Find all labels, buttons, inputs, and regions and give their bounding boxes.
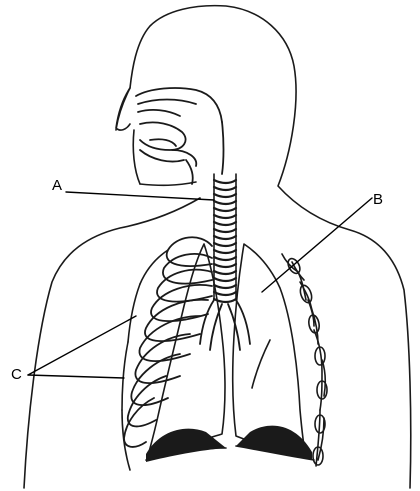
pointer-b bbox=[262, 198, 372, 292]
right-lung-fissure bbox=[252, 340, 270, 388]
pointer-c-lower bbox=[28, 375, 124, 378]
body-outline bbox=[116, 6, 411, 488]
mouth-outline bbox=[133, 130, 140, 184]
label-a: A bbox=[52, 178, 62, 193]
nose-outline bbox=[116, 88, 130, 130]
rib-cage bbox=[124, 237, 212, 447]
trachea-rings bbox=[214, 180, 236, 302]
pointer-a bbox=[66, 192, 214, 200]
diaphragm-right bbox=[236, 426, 312, 460]
pointer-c-upper bbox=[28, 316, 136, 375]
label-b: B bbox=[373, 192, 383, 207]
nasal-cavity bbox=[136, 88, 224, 184]
label-c: C bbox=[11, 367, 22, 382]
chin-outline bbox=[140, 182, 196, 185]
bronchi bbox=[200, 300, 250, 350]
